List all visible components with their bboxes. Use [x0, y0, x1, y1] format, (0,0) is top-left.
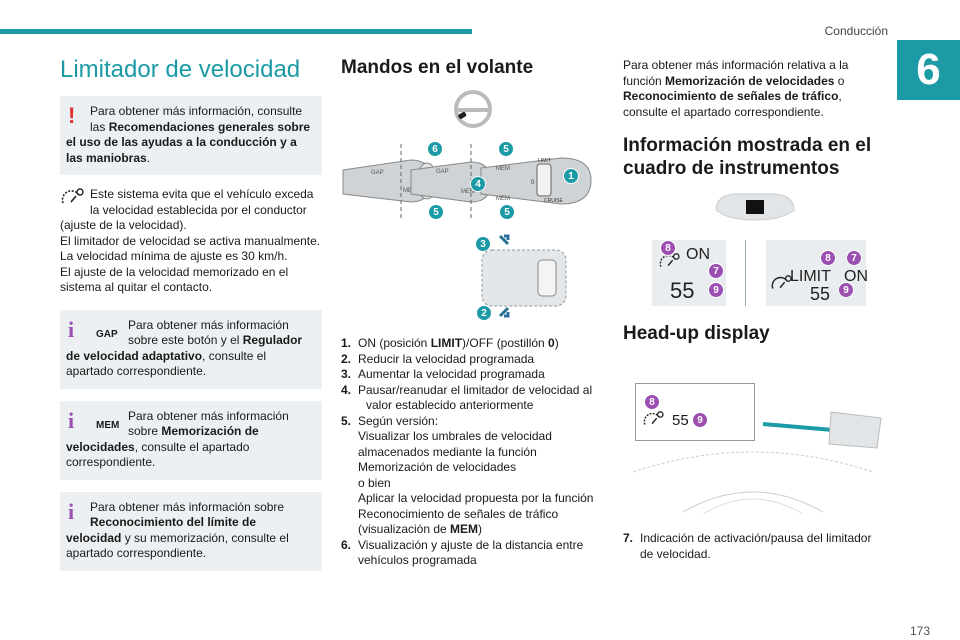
speed-adjust-illustration	[481, 234, 567, 318]
stalk-limit-label: LIMIT	[538, 158, 551, 164]
list-item: 2.Reducir la velocidad programada	[341, 351, 535, 366]
stalk-gap-label: GAP	[371, 170, 384, 176]
panel-on-text-2: ON	[844, 268, 868, 285]
speed-limiter-icon	[659, 253, 680, 267]
column-limitador: Limitador de velocidad ! Para obtener má…	[60, 56, 322, 583]
limiter-description: Este sistema evita que el vehículo exced…	[60, 187, 322, 296]
mem-line: velocidades, consulte el apartado	[66, 439, 250, 454]
column-info: Para obtener más información relativa a …	[623, 58, 885, 180]
intro-line: Este sistema evita que el vehículo exced…	[90, 187, 314, 201]
heading-limitador: Limitador de velocidad	[60, 56, 301, 83]
intro-line: La velocidad mínima de ajuste es 30 km/h…	[60, 249, 288, 263]
exclamation-icon: !	[68, 103, 76, 128]
rec-line: apartado correspondiente.	[66, 546, 207, 560]
gap-line: Para obtener más información	[128, 317, 289, 332]
header-accent-bar	[0, 29, 472, 34]
callout-4: 4	[470, 176, 486, 192]
mem-line: sobre Memorización de	[128, 424, 259, 438]
info-icon: i	[68, 316, 75, 342]
panel-speed-dashed: 55	[670, 278, 695, 303]
info-icon: i	[68, 407, 75, 433]
hud-projection: 55	[635, 383, 755, 441]
list-item: 1.ON (posición LIMIT)/OFF (postillón 0)	[341, 336, 559, 350]
head-up-display-illustration	[632, 411, 882, 514]
gap-info-box: i GAP Para obtener más información sobre…	[60, 309, 322, 389]
gap-line: apartado correspondiente.	[66, 364, 207, 378]
page-number: 173	[909, 624, 930, 638]
speed-limiter-icon	[61, 188, 84, 204]
right-stalk: LIMIT 0 CRUISE MEM MEM	[480, 157, 592, 205]
chapter-number: 6	[897, 40, 960, 100]
callout-9-hud: 9	[692, 412, 708, 428]
gap-button-label: GAP	[96, 328, 118, 340]
warn-line: Para obtener más información, consulte	[90, 104, 303, 118]
callout-1: 1	[563, 168, 579, 184]
callout-3: 3	[475, 236, 491, 252]
mem-line: Para obtener más información	[128, 408, 289, 423]
panel-limit-text: LIMIT	[790, 268, 831, 285]
stalk-controls-illustration: GAP MEM GAP MEM LIMIT 0 CRUISE MEM MEM	[342, 144, 592, 220]
rec-line: velocidad y su memorización, consulte el	[66, 530, 289, 545]
list-item: 3.Aumentar la velocidad programada	[341, 367, 545, 381]
info-icon: i	[68, 498, 75, 524]
rec-line: Para obtener más información sobre	[90, 499, 285, 514]
memorization-reference: Para obtener más información relativa a …	[623, 58, 849, 119]
callout-5-left: 5	[428, 204, 444, 220]
stalk-mem-label: MEM	[403, 188, 417, 194]
warn-line: las Recomendaciones generales sobre	[90, 119, 311, 134]
callout-8-hud: 8	[644, 394, 660, 410]
panel-divider	[745, 240, 746, 306]
list-item: 6.Visualización y ajuste de la distancia…	[341, 537, 584, 568]
intro-line: la velocidad establecida por el conducto…	[90, 202, 307, 217]
callout-7-left: 7	[708, 263, 724, 279]
panel-on-text: ON	[686, 246, 710, 263]
callout-8-left: 8	[660, 240, 676, 256]
intro-line: El ajuste de la velocidad memorizado en …	[60, 264, 289, 279]
callout-9-left: 9	[708, 282, 724, 298]
list-item: 5. Según versión: Visualizar los umbrale…	[341, 413, 594, 537]
column-mandos: Mandos en el volante	[341, 56, 603, 79]
hud-speed: 55	[672, 412, 689, 429]
stalk-gap-label-2: GAP	[436, 169, 449, 175]
callout-6: 6	[427, 141, 443, 157]
mem-info-box: i MEM Para obtener más información sobre…	[60, 400, 322, 480]
intro-line: (ajuste de la velocidad).	[60, 218, 187, 232]
speed-limiter-icon	[771, 275, 792, 289]
stalk-cruise-label: CRUISE	[544, 198, 564, 204]
warning-box: ! Para obtener más información, consulte…	[60, 96, 322, 175]
callout-5-right: 5	[499, 204, 515, 220]
intro-line: sistema al quitar el contacto.	[60, 280, 213, 294]
controls-list: 1.ON (posición LIMIT)/OFF (postillón 0) …	[341, 336, 603, 569]
heading-info-cluster: Información mostrada en el cuadro de ins…	[623, 135, 872, 179]
gap-line: de velocidad adaptativo, consulte el	[66, 348, 267, 363]
list-item: 4.Pausar/reanudar el limitador de veloci…	[341, 382, 593, 413]
warn-line: el uso de las ayudas a la conducción y a	[66, 135, 297, 149]
heading-hud: Head-up display	[623, 323, 770, 344]
speed-limiter-icon	[643, 411, 664, 425]
instrument-cluster-icon	[715, 193, 795, 221]
callout-7-right: 7	[846, 250, 862, 266]
intro-line: El limitador de velocidad se activa manu…	[60, 233, 321, 248]
stalk-mem-label-4: MEM	[496, 196, 510, 202]
stalk-mem-label-3: MEM	[496, 166, 510, 172]
list-item-7: 7. Indicación de activación/pausa del li…	[623, 531, 872, 561]
callout-9-right: 9	[838, 282, 854, 298]
mem-button-label: MEM	[96, 419, 120, 431]
heading-mandos: Mandos en el volante	[341, 57, 534, 78]
gap-line: sobre este botón y el Regulador	[128, 333, 303, 347]
stalk-off-label: 0	[531, 180, 535, 186]
section-title: Conducción	[824, 24, 888, 38]
warn-line: las maniobras.	[66, 150, 151, 165]
callout-5-top: 5	[498, 141, 514, 157]
callout-8-right: 8	[820, 250, 836, 266]
mem-line: correspondiente.	[66, 455, 156, 469]
callout-2: 2	[476, 305, 492, 321]
stalk-mem-label-2: MEM	[461, 189, 475, 195]
panel-speed: 55	[810, 284, 831, 304]
recognition-info-box: i Para obtener más información sobre Rec…	[60, 491, 322, 571]
rec-line: Reconocimiento del límite de	[90, 515, 257, 529]
steering-wheel-icon	[454, 90, 492, 128]
